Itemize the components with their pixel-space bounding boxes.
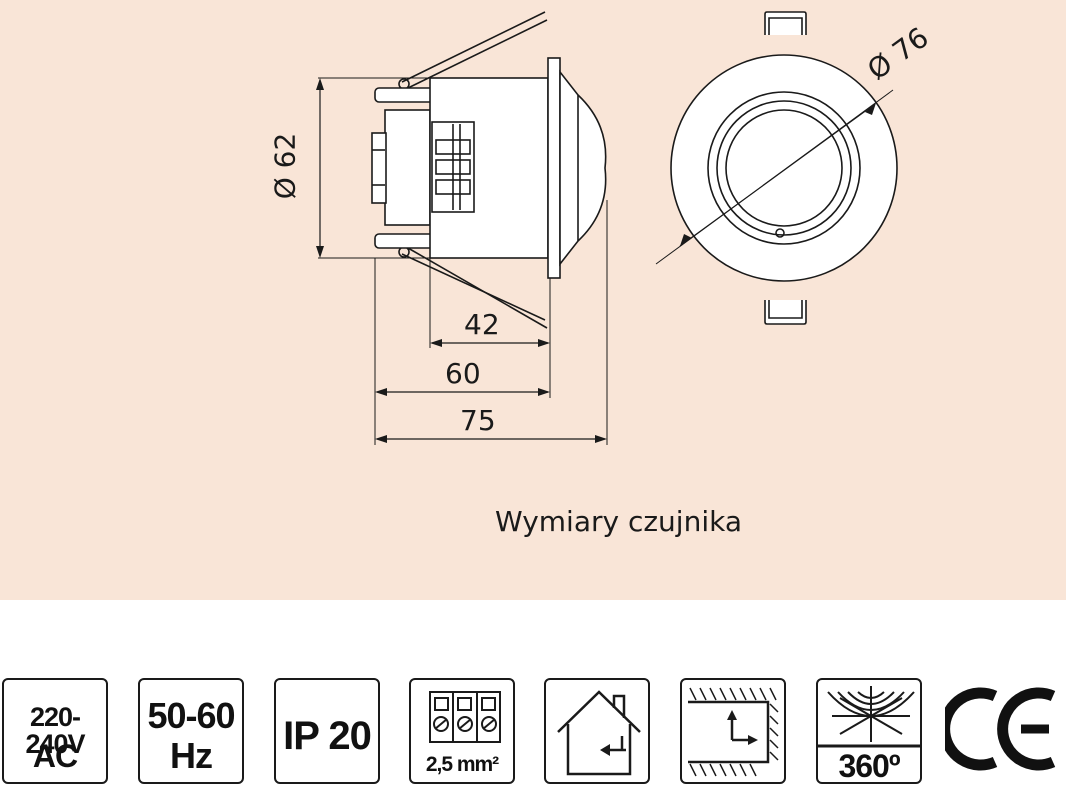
sensor-front-view: [655, 11, 898, 325]
dim-75-label: 75: [460, 404, 496, 437]
ip-rating-badge: IP 20: [274, 678, 380, 784]
frequency-line2: Hz: [170, 735, 213, 776]
sensor-drawing: [316, 11, 898, 445]
terminal-capacity-badge: 2,5 mm²: [409, 678, 515, 784]
ceiling-mount-badge: [680, 678, 786, 784]
terminal-housing: [384, 109, 431, 226]
dimension-diagram-panel: Ø 62 Ø 76 42 60 75 Wymiary czujnika: [0, 0, 1066, 600]
house-indoor-icon: [557, 690, 641, 776]
detection-angle-badge: 360º: [816, 678, 922, 784]
terminal-capacity-label: 2,5 mm²: [425, 753, 499, 776]
ceiling-mount-icon: [688, 687, 779, 777]
frequency-line1: 50-60: [147, 695, 235, 736]
voltage-line1: 220-240V: [25, 702, 85, 759]
diagram-caption: Wymiary czujnika: [495, 505, 742, 538]
dome-lens: [559, 69, 607, 267]
ce-mark-icon: [945, 687, 1056, 771]
flange: [547, 57, 561, 279]
frequency-badge: 50-60 Hz: [138, 678, 244, 784]
voltage-line2: AC: [32, 738, 78, 774]
detection-angle-label: 360º: [838, 748, 900, 784]
indoor-use-badge: [544, 678, 650, 784]
dim-42-label: 42: [464, 308, 500, 341]
pin-top: [374, 87, 436, 103]
detection-range-icon: [818, 686, 920, 748]
dim-60-label: 60: [445, 357, 481, 390]
terminal-block-icon: [429, 691, 501, 743]
ip-rating-label: IP 20: [283, 714, 372, 758]
pin-bottom: [374, 233, 436, 249]
voltage-badge: 220-240V AC: [2, 678, 108, 784]
diameter-62-label: Ø 62: [268, 132, 302, 200]
